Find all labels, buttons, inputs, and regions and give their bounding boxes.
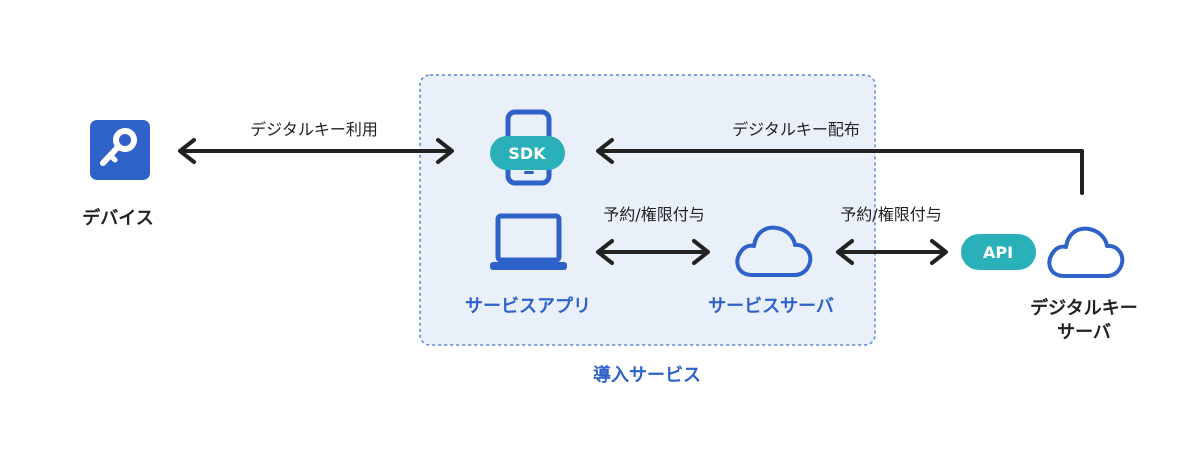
digital-key-server-label-line1: デジタルキー <box>1030 297 1138 319</box>
sdk-label: SDK <box>508 144 546 163</box>
region-label: 導入サービス <box>593 364 701 386</box>
laptop-icon <box>490 213 567 270</box>
api-pill <box>961 234 1036 270</box>
service-server-label: サービスサーバ <box>708 296 834 317</box>
api-label: API <box>983 243 1013 262</box>
app-server-arrow-label: 予約/権限付与 <box>603 205 704 224</box>
device-label: デバイス <box>82 207 153 229</box>
key-icon <box>90 120 150 180</box>
service-app-label: サービスアプリ <box>465 295 591 317</box>
key-distribution-label: デジタルキー配布 <box>732 120 860 139</box>
cloud-icon <box>735 225 813 277</box>
sdk-pill <box>490 136 565 170</box>
device-sdk-arrow-label: デジタルキー利用 <box>250 120 378 139</box>
server-api-arrow <box>836 239 948 265</box>
digital-key-server-label-line2: サーバ <box>1057 322 1111 343</box>
server-api-arrow-label: 予約/権限付与 <box>840 205 941 224</box>
app-server-arrow <box>596 239 710 265</box>
device-sdk-arrow <box>178 138 454 164</box>
cloud-icon <box>1047 226 1125 278</box>
key-distribution-arrow <box>596 138 1084 195</box>
